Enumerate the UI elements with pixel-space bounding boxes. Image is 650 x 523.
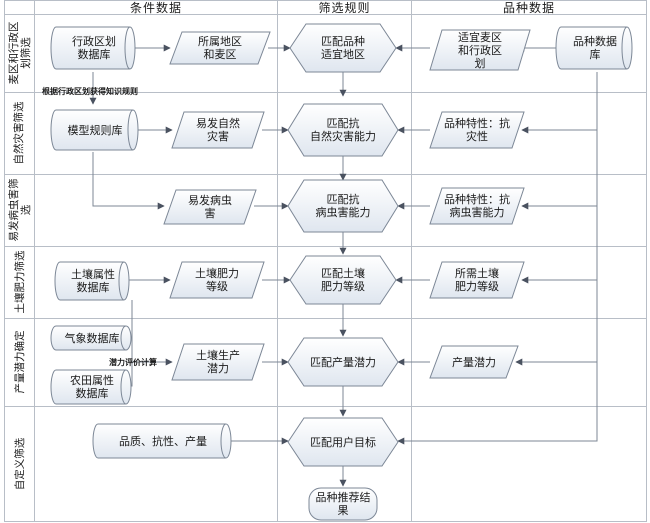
swimlane-grid xyxy=(4,0,647,522)
lane-title-custom: 自定义筛选 xyxy=(14,437,26,491)
note-rule-by-admin: 根据行政区划获得知识规则 xyxy=(42,87,138,96)
result-shape xyxy=(308,487,378,521)
soil-grade-shape xyxy=(169,261,265,299)
yield-pot-shape xyxy=(429,345,519,379)
column-header-conditions: 条件数据 xyxy=(129,0,182,15)
lane-title-yield: 产量潜力确定 xyxy=(14,330,26,394)
lane-title-pest: 易发病虫害筛 选 xyxy=(8,178,32,242)
farm-db-cylinder xyxy=(50,369,132,405)
model-db-cylinder xyxy=(50,109,139,151)
prone-disaster-shape xyxy=(171,111,265,149)
prone-pest-shape xyxy=(163,189,257,225)
lane-title-region: 麦区和行政区 划筛选 xyxy=(8,21,32,85)
match-yield-shape xyxy=(287,337,399,387)
connector-lines xyxy=(89,44,598,487)
suit-region-shape xyxy=(429,29,531,71)
variety-disaster-shape xyxy=(429,111,525,149)
column-header-variety: 品种数据 xyxy=(502,0,555,15)
match-pest-shape xyxy=(287,179,399,233)
admin-db-cylinder xyxy=(50,26,136,70)
soil-db-cylinder xyxy=(54,261,130,301)
match-soil-shape xyxy=(289,255,397,305)
flow-shapes xyxy=(50,23,633,521)
match-user-shape xyxy=(287,417,399,467)
soil-yield-shape xyxy=(171,343,265,381)
lane-title-soil: 土壤肥力筛选 xyxy=(14,250,26,314)
variety-db-cylinder xyxy=(555,26,633,70)
need-soil-shape xyxy=(429,261,525,299)
area-region-shape xyxy=(169,31,271,65)
match-region-shape xyxy=(289,23,397,73)
column-header-rules: 筛选规则 xyxy=(318,0,371,15)
note-potential-calc: 潜力评价计算 xyxy=(109,358,157,367)
lane-title-natural-disaster: 自然灾害筛选 xyxy=(13,101,25,165)
variety-pest-shape xyxy=(429,187,525,225)
match-disaster-shape xyxy=(287,103,399,157)
quality-input-cylinder xyxy=(92,423,232,459)
weather-db-cylinder xyxy=(50,325,132,351)
